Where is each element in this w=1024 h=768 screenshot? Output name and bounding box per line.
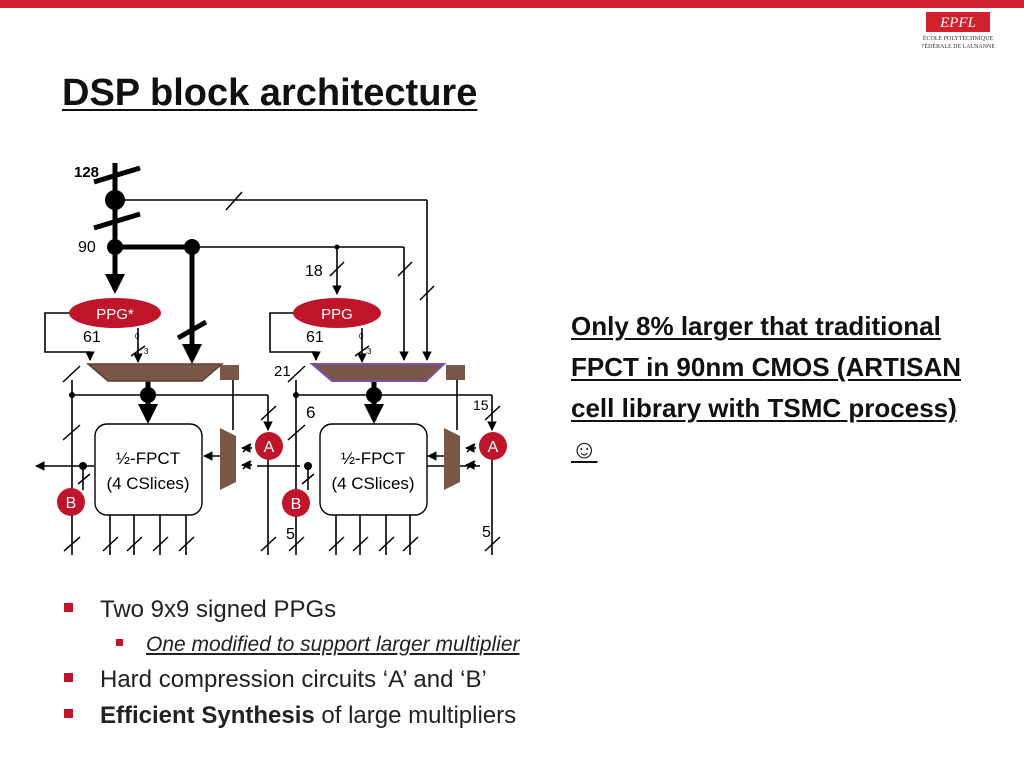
left-compressor: [85, 363, 225, 382]
label-18: 18: [305, 263, 323, 280]
fpct-right: [319, 423, 428, 516]
top-accent-bar: [0, 0, 1024, 8]
right-mux: [444, 428, 460, 490]
sub-bullet-item: One modified to support larger multiplie…: [62, 628, 762, 662]
fpct-left: [94, 423, 203, 516]
epfl-logo: EPFL ÉCOLE POLYTECHNIQUE FÉDÉRALE DE LAU…: [922, 12, 995, 50]
label-0-right: 0: [359, 332, 364, 341]
a-left-label: A: [264, 439, 275, 456]
logo-line1: ÉCOLE POLYTECHNIQUE: [923, 34, 994, 42]
label-3-left: 3: [144, 347, 149, 356]
bullet-rest-text: of large multipliers: [314, 702, 517, 729]
label-61-right: 61: [306, 329, 324, 346]
dsp-block-diagram: ½-FPCT (4 CSlices) ½-FPCT (4 CSlices) PP…: [35, 163, 507, 555]
compressor-trapezoids: [85, 363, 465, 490]
thick-bus-ticks: [93, 165, 208, 341]
label-6: 6: [306, 403, 315, 422]
bullet-item: Two 9x9 signed PPGs: [62, 592, 762, 628]
fpct-left-line1: ½-FPCT: [116, 449, 180, 468]
label-5-right: 5: [482, 524, 491, 541]
output-ticks: [63, 536, 501, 552]
bullet-marker: [116, 639, 123, 646]
label-0-left: 0: [135, 332, 140, 341]
left-mux: [220, 428, 236, 490]
fpct-right-line1: ½-FPCT: [341, 449, 405, 468]
label-128: 128: [74, 164, 99, 181]
a-right: [479, 432, 507, 460]
label-90: 90: [78, 239, 96, 256]
b-left-label: B: [66, 495, 77, 512]
label-21: 21: [274, 363, 291, 380]
ppg-right-label: PPG: [321, 306, 353, 323]
right-compressor: [309, 363, 447, 382]
ppg-right: [293, 298, 381, 328]
compression-circles: A A B B: [57, 432, 507, 517]
right-register: [446, 365, 465, 380]
b-right-label: B: [291, 496, 302, 513]
fpct-left-line2: (4 CSlices): [106, 474, 189, 493]
a-left: [255, 432, 283, 460]
label-5-mid: 5: [286, 526, 295, 543]
bullet-bold-text: Efficient Synthesis: [100, 702, 315, 729]
bullet-item: Hard compression circuits ‘A’ and ‘B’: [62, 662, 762, 698]
bullet-item: Efficient Synthesis of large multipliers: [62, 698, 762, 734]
bus-width-ticks: [62, 191, 501, 552]
logo-line2: FÉDÉRALE DE LAUSANNE: [922, 42, 995, 50]
ppg-left-label: PPG*: [96, 306, 134, 323]
label-3-right: 3: [367, 347, 372, 356]
sub-bullet-text: One modified to support larger multiplie…: [146, 633, 520, 656]
bullet-text: Hard compression circuits ‘A’ and ‘B’: [100, 666, 487, 693]
slide-title: DSP block architecture: [62, 72, 478, 114]
bullet-text: Two 9x9 signed PPGs: [100, 596, 337, 623]
fpct-blocks: ½-FPCT (4 CSlices) ½-FPCT (4 CSlices): [94, 423, 428, 516]
thin-wires: [35, 199, 497, 555]
bullet-text: Efficient Synthesis of large multipliers: [100, 698, 516, 734]
ppg-left: [69, 298, 161, 328]
callout-text: Only 8% larger that traditional FPCT in …: [571, 311, 962, 464]
label-15: 15: [473, 397, 489, 413]
b-left: [57, 488, 85, 516]
bullet-marker: [64, 603, 73, 612]
b-right: [282, 489, 310, 517]
left-register: [220, 365, 239, 380]
bullet-marker: [64, 673, 73, 682]
fpct-right-line2: (4 CSlices): [331, 474, 414, 493]
bus-labels: 128 90 18 61 61 0 3 0 3 21 6 15 5 5: [74, 164, 491, 543]
bullet-list: Two 9x9 signed PPGs One modified to supp…: [62, 592, 762, 734]
junction-dots: [69, 190, 382, 470]
a-right-label: A: [488, 439, 499, 456]
ppg-ellipses: PPG* PPG: [69, 298, 381, 328]
bullet-marker: [64, 709, 73, 718]
label-61-left: 61: [83, 329, 101, 346]
logo-wordmark: EPFL: [939, 15, 976, 31]
